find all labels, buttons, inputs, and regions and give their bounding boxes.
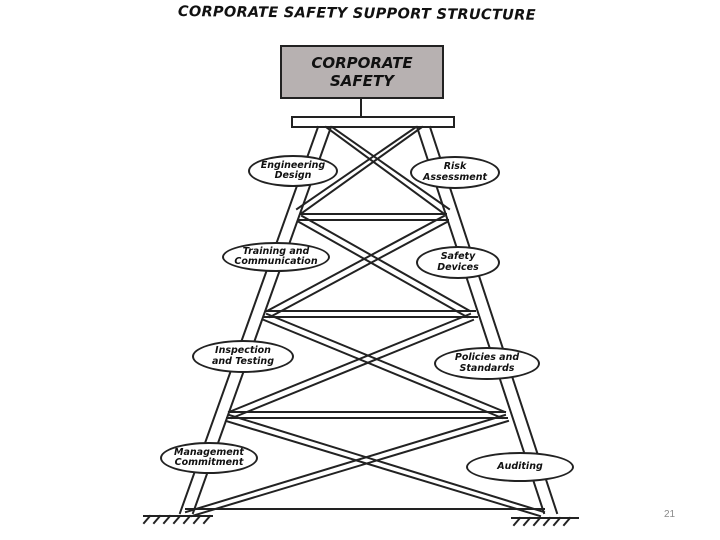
corporate-safety-block: CORPORATE SAFETY (280, 45, 444, 99)
support-risk-assessment: Risk Assessment (410, 156, 500, 189)
tower-horizontal-braces (185, 213, 545, 510)
support-training-communication: Training and Communication (222, 242, 330, 272)
corporate-safety-label: CORPORATE SAFETY (311, 54, 413, 90)
support-management-commitment: Management Commitment (160, 442, 258, 474)
tower-cross-braces (184, 125, 546, 518)
tower-cap (291, 116, 455, 128)
ground-left (142, 514, 213, 525)
support-safety-devices: Safety Devices (416, 246, 500, 279)
support-policies-standards: Policies and Standards (434, 347, 540, 380)
support-engineering-design: Engineering Design (248, 155, 338, 187)
tower-right-leg (415, 125, 559, 515)
page-number: 21 (664, 509, 676, 520)
support-inspection-testing: Inspection and Testing (192, 340, 294, 373)
ground-right (511, 516, 579, 527)
support-auditing: Auditing (466, 452, 574, 482)
